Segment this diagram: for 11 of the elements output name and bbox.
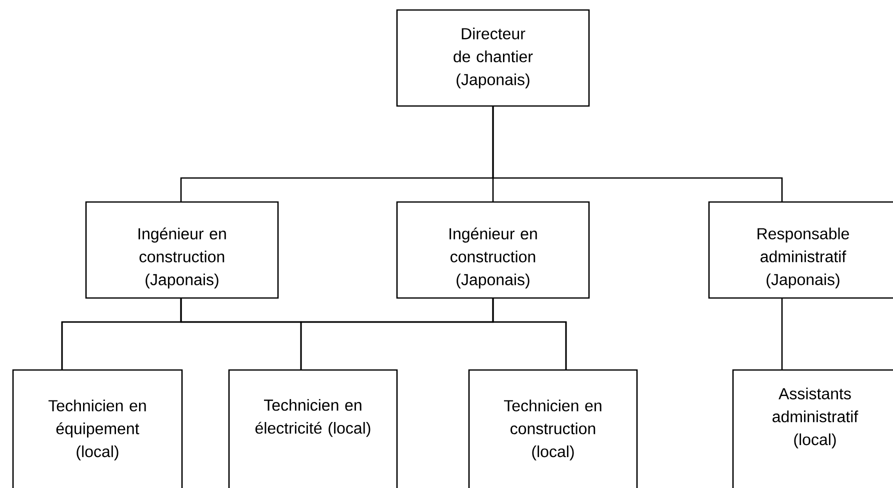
org-box: Ingénieur en construction (Japonais) <box>396 201 590 299</box>
org-box: Technicien en construction (local) <box>468 369 638 488</box>
org-box: Technicien en électricité (local) <box>228 369 398 488</box>
org-box: Responsable administratif (Japonais) <box>708 201 893 299</box>
org-box: Ingénieur en construction (Japonais) <box>85 201 279 299</box>
org-box: Assistants administratif (local) <box>732 369 893 488</box>
org-box: Directeur de chantier (Japonais) <box>396 9 590 107</box>
org-box: Technicien en équipement (local) <box>12 369 183 488</box>
connector-line <box>781 298 783 370</box>
connector-line <box>492 106 783 202</box>
connector-line <box>492 298 567 370</box>
